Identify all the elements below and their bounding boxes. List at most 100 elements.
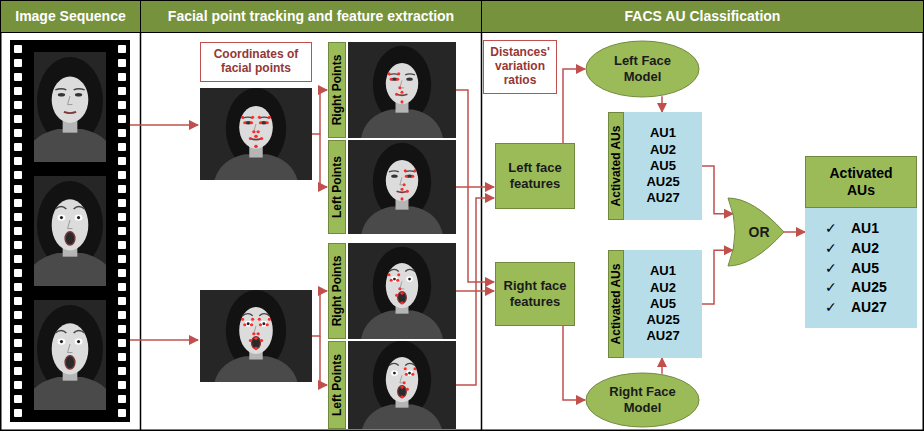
text-holder: AU1AU2AU5AU25AU27 [624,112,702,220]
side-label: Right Points [328,42,346,138]
ellipse-shape [586,373,699,427]
flow-arrow [312,291,327,336]
text-holder: Coordinates of facial points [201,43,311,81]
flow-arrow [320,134,327,187]
film-frame [9,52,131,162]
node-text: AU1 [650,263,676,279]
text-holder: Left Points [329,342,345,428]
process-box: Right face features [495,262,575,326]
flow-arrow [456,198,494,385]
node-text: Left Points [330,156,344,218]
result-header: Activated AUs [805,156,917,208]
connector-arrow [702,250,733,304]
tracking-photos [200,41,456,431]
or-gate: OR [728,198,784,266]
node-text: Left Points [330,354,344,416]
point-overlay [400,169,416,200]
connector-arrow [702,166,733,214]
connector-arrow [661,96,663,112]
film-strip [9,40,131,422]
flow-arrow [456,90,494,282]
connector-arrow [563,326,585,400]
text-holder: Right Points [329,43,345,137]
flow-arrow [456,186,494,188]
node-text: ✓ [825,240,851,257]
column-header: Facial point tracking and feature extrac… [140,0,482,33]
connectors [563,69,805,400]
node-text: AU25 [646,174,679,190]
flow-arrow [130,124,198,126]
face-photo [348,242,456,339]
column-divider [140,0,142,431]
text-holder: Left face features [496,144,574,208]
node-text: AU1 [851,220,897,237]
node-text: AU25 [646,312,679,328]
flow-arrow [320,336,327,385]
note-box: Coordinates of facial points [200,42,312,82]
node-text: OR [749,224,770,240]
text-holder: Image Sequence [1,1,140,32]
sprocket-row [14,42,22,420]
point-overlay [388,273,404,304]
node-text: Distances' variation ratios [486,46,554,87]
text-holder: Left Face Model [585,40,700,98]
text-holder: Right face features [496,263,574,325]
sprocket-row [118,42,126,420]
or-shape [728,198,784,266]
node-text: Activated AUs [826,165,896,199]
column-header: Image Sequence [0,0,141,33]
flow-arrow [312,90,327,134]
face-photo [348,41,456,138]
node-text: Left Face Model [605,53,680,84]
node-text: AU2 [650,142,676,158]
node-text: AU5 [851,260,897,277]
node-text: Right face features [500,278,570,309]
node-text: Left face features [500,160,570,191]
text-holder: Right Points [329,244,345,338]
node-text: ✓ [825,220,851,237]
film-frame [9,176,131,286]
flow-arrow [130,339,198,341]
result-list: ✓AU1✓AU2✓AU5✓AU25✓AU27 [805,208,917,328]
text-holder: Activated AUs [806,157,916,207]
au-list: AU1AU2AU5AU25AU27 [624,112,702,220]
face-photo [200,84,312,185]
column-header: FACS AU Classification [481,0,924,33]
node-text: ✓ [825,279,851,296]
text-holder: Distances' variation ratios [484,41,556,93]
node-text: AU1 [650,125,676,141]
face-photo [348,336,456,431]
side-label: Left Points [328,140,346,234]
text-holder: OR [728,198,784,266]
text-holder: Activated AUs [609,113,623,219]
au-list: AU1AU2AU5AU25AU27 [624,250,702,358]
side-label: Right Points [328,243,346,339]
node-text: AU5 [650,296,676,312]
side-label: Activated AUs [608,112,624,220]
text-holder: Right Face Model [585,372,700,428]
connector-arrow [784,231,805,233]
node-text: Activated AUs [609,264,623,345]
node-text: AU2 [851,240,897,257]
node-text: AU25 [851,279,897,296]
text-holder: FACS AU Classification [482,1,923,32]
node-text: Right Points [330,256,344,327]
node-text: AU27 [851,299,897,316]
node-text: Activated AUs [609,126,623,207]
node-text: ✓ [825,260,851,277]
node-text: Right Points [330,55,344,126]
text-holder: AU1AU2AU5AU25AU27 [624,250,702,358]
text-holder: Left Points [329,141,345,233]
text-holder: Activated AUs [609,251,623,357]
node-text: AU2 [650,280,676,296]
side-label: Left Points [328,341,346,429]
point-overlay [388,72,404,103]
model-ellipse: Left Face Model [585,40,700,98]
point-overlay [400,367,416,398]
node-text: Right Face Model [605,384,680,415]
ellipse-shape [586,41,699,97]
side-label: Activated AUs [608,250,624,358]
face-photo [348,138,456,235]
